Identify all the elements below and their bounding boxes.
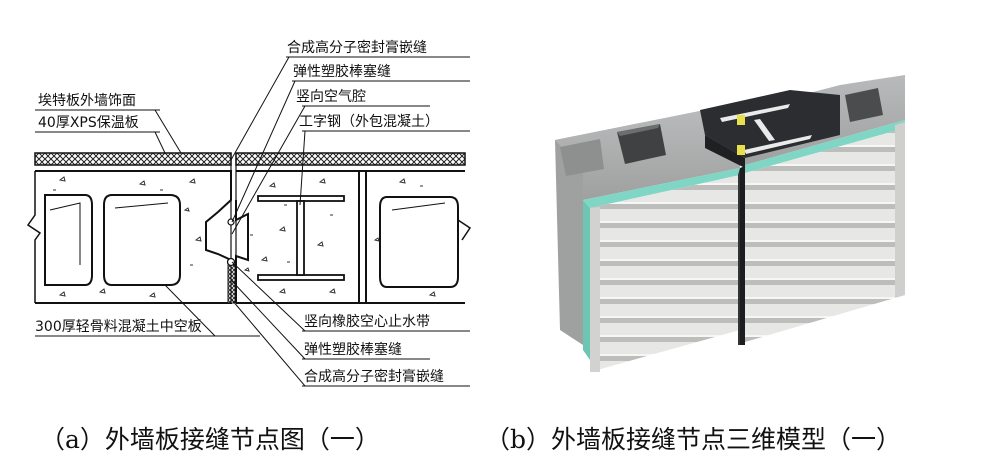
steel-i-beam-3d bbox=[700, 90, 840, 168]
i-beam-label: 工字钢（外包混凝土） bbox=[299, 114, 439, 130]
joint-seal-strip bbox=[226, 153, 237, 304]
insulation-layer bbox=[34, 152, 466, 172]
backer-rod-bottom-label: 弹性塑胶棒塞缝 bbox=[304, 342, 402, 358]
caption-b: （b）外墙板接缝节点三维模型（一） bbox=[485, 425, 902, 454]
waterstop-label: 竖向橡胶空心止水带 bbox=[304, 314, 430, 330]
sealant-bottom-label: 合成高分子密封膏嵌缝 bbox=[304, 369, 444, 385]
left-panel-3d bbox=[555, 110, 740, 372]
vertical-joint-3d bbox=[738, 166, 745, 345]
hollow-panel-label: 300厚轻骨料混凝土中空板 bbox=[35, 319, 202, 335]
insulation-label: 40厚XPS保温板 bbox=[38, 115, 139, 131]
backer-rod-top-label: 弹性塑胶棒塞缝 bbox=[293, 64, 391, 80]
left-leader-lines bbox=[35, 109, 260, 337]
caption-a: （a）外墙板接缝节点图（一） bbox=[40, 425, 380, 454]
air-cavity-label: 竖向空气腔 bbox=[296, 89, 366, 105]
sealant-top-label: 合成高分子密封膏嵌缝 bbox=[287, 40, 427, 56]
right-leader-lines bbox=[230, 56, 470, 387]
facing-label: 埃特板外墙饰面 bbox=[38, 93, 136, 109]
concrete-aggregate-marks bbox=[53, 176, 436, 298]
